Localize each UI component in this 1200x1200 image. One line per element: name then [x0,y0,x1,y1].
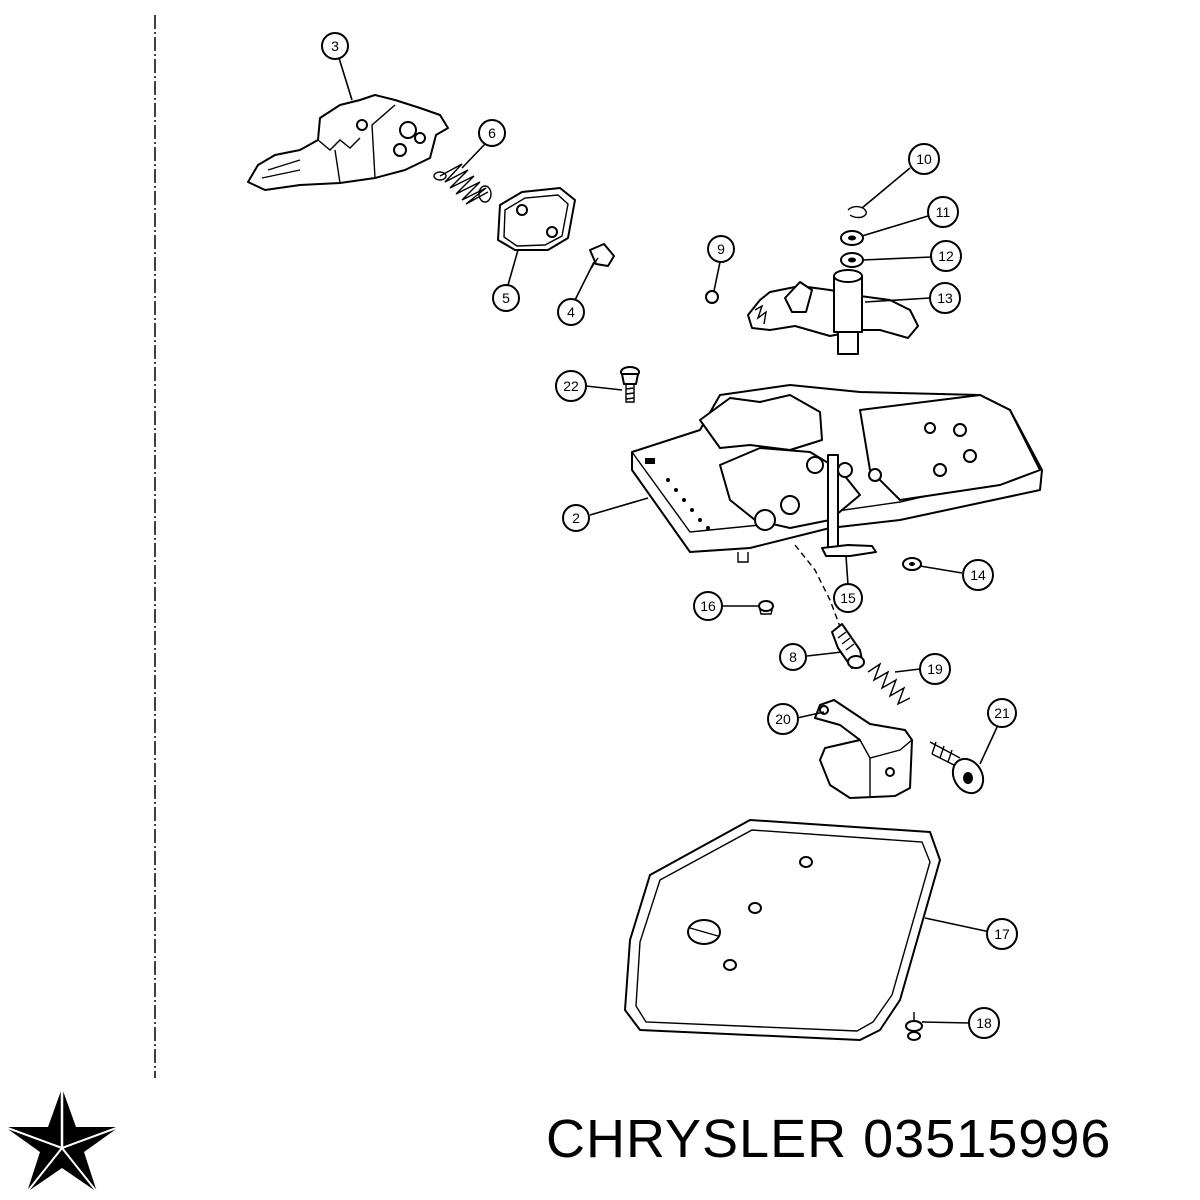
callout-18: 18 [968,1007,1000,1039]
part-10-e-clip [847,205,867,219]
part-14-nut [902,557,922,571]
callout-19: 19 [919,653,951,685]
svg-text:20: 20 [775,711,791,727]
svg-text:10: 10 [916,151,932,167]
callout-2: 2 [562,504,590,532]
part-20-bracket [814,699,913,799]
callout-8: 8 [779,643,807,671]
callout-13: 13 [929,282,961,314]
svg-text:14: 14 [970,567,986,583]
callout-22: 22 [555,370,587,402]
callout-3: 3 [321,32,349,60]
brand-name: CHRYSLER [546,1109,848,1169]
callout-16: 16 [693,591,723,621]
part-3-bracket [247,94,449,191]
brand-part-number: CHRYSLER 03515996 [546,1108,1186,1178]
callout-9: 9 [707,235,735,263]
callout-10: 10 [908,143,940,175]
part-13-manual-lever [747,269,919,355]
part-5-cover-plate [497,187,576,251]
callout-11: 11 [927,196,959,228]
part-2-valve-body [631,384,1043,563]
svg-text:21: 21 [994,705,1010,721]
callout-20: 20 [767,703,799,735]
part-4-screw [589,243,615,271]
part-8-valve [831,623,865,669]
part-18-screw [905,1012,923,1041]
svg-text:13: 13 [937,290,953,306]
svg-text:18: 18 [976,1015,992,1031]
callout-14: 14 [962,559,994,591]
part-19-spring [867,662,911,706]
part-17-gasket [624,819,941,1041]
svg-text:22: 22 [563,378,579,394]
callout-5: 5 [492,284,520,312]
svg-text:11: 11 [936,204,951,220]
svg-text:19: 19 [927,661,943,677]
callout-17: 17 [986,918,1018,950]
svg-text:17: 17 [994,926,1010,942]
svg-text:2: 2 [572,510,580,526]
svg-text:6: 6 [488,125,496,141]
svg-text:8: 8 [789,649,797,665]
part-9-ball [705,290,719,304]
svg-text:12: 12 [938,248,954,264]
callout-6: 6 [478,119,506,147]
svg-text:9: 9 [717,241,725,257]
leader-lines [338,57,999,1024]
part-21-adjusting-screw [929,741,985,795]
pentastar-logo-icon [4,1088,120,1193]
part-6-spring [433,163,492,205]
callout-21: 21 [987,698,1017,728]
part-15-detent-spring [821,544,877,557]
svg-text:4: 4 [567,304,575,320]
svg-text:5: 5 [502,290,510,306]
svg-text:3: 3 [331,38,339,54]
part-number: 03515996 [863,1109,1112,1169]
part-22-bolt [620,366,640,403]
svg-text:15: 15 [840,590,856,606]
callout-4: 4 [557,298,585,326]
callout-12: 12 [930,240,962,272]
part-16-plug [758,600,774,615]
svg-text:16: 16 [700,598,716,614]
callout-15: 15 [833,583,863,613]
